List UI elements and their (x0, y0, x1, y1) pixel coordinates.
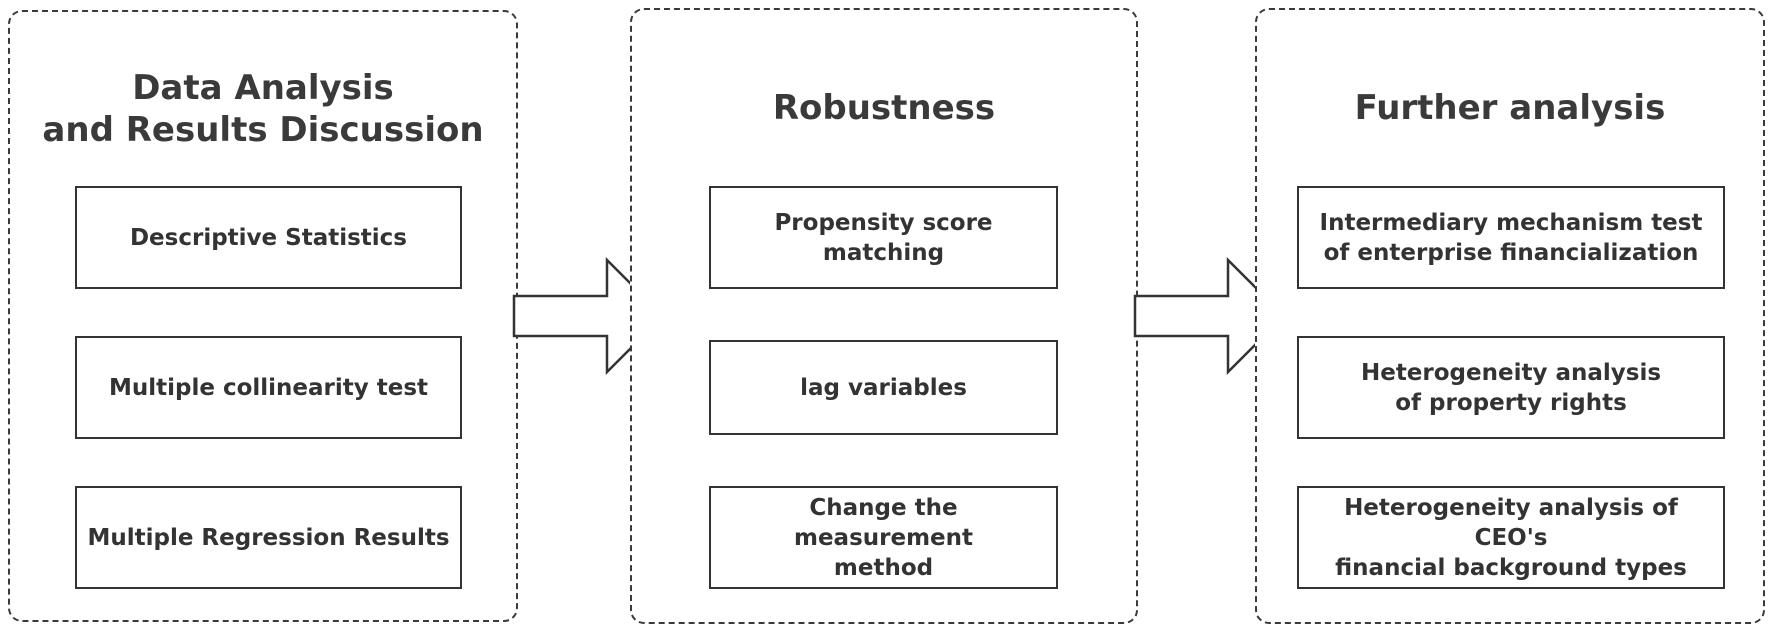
panel-title-robustness: Robustness (772, 88, 996, 128)
box-lag-variables: lag variables (709, 340, 1058, 435)
box-multiple-collinearity-test: Multiple collinearity test (75, 336, 462, 439)
box-descriptive-statistics: Descriptive Statistics (75, 186, 462, 289)
panel-data-analysis: Data Analysis and Results Discussion Des… (8, 10, 518, 622)
box-change-measurement-method: Change the measurement method (709, 486, 1058, 589)
panel-title-further-analysis: Further analysis (1354, 88, 1666, 128)
panel-further-analysis: Further analysis Intermediary mechanism … (1255, 8, 1765, 624)
box-propensity-score-matching: Propensity score matching (709, 186, 1058, 289)
panel-title-data-analysis: Data Analysis and Results Discussion (42, 68, 484, 150)
box-multiple-regression-results: Multiple Regression Results (75, 486, 462, 589)
box-heterogeneity-property-rights: Heterogeneity analysis of property right… (1297, 336, 1725, 439)
box-heterogeneity-ceo-background: Heterogeneity analysis of CEO's financia… (1297, 486, 1725, 589)
box-intermediary-mechanism-test: Intermediary mechanism test of enterpris… (1297, 186, 1725, 289)
panel-robustness: Robustness Propensity score matching lag… (630, 8, 1138, 624)
